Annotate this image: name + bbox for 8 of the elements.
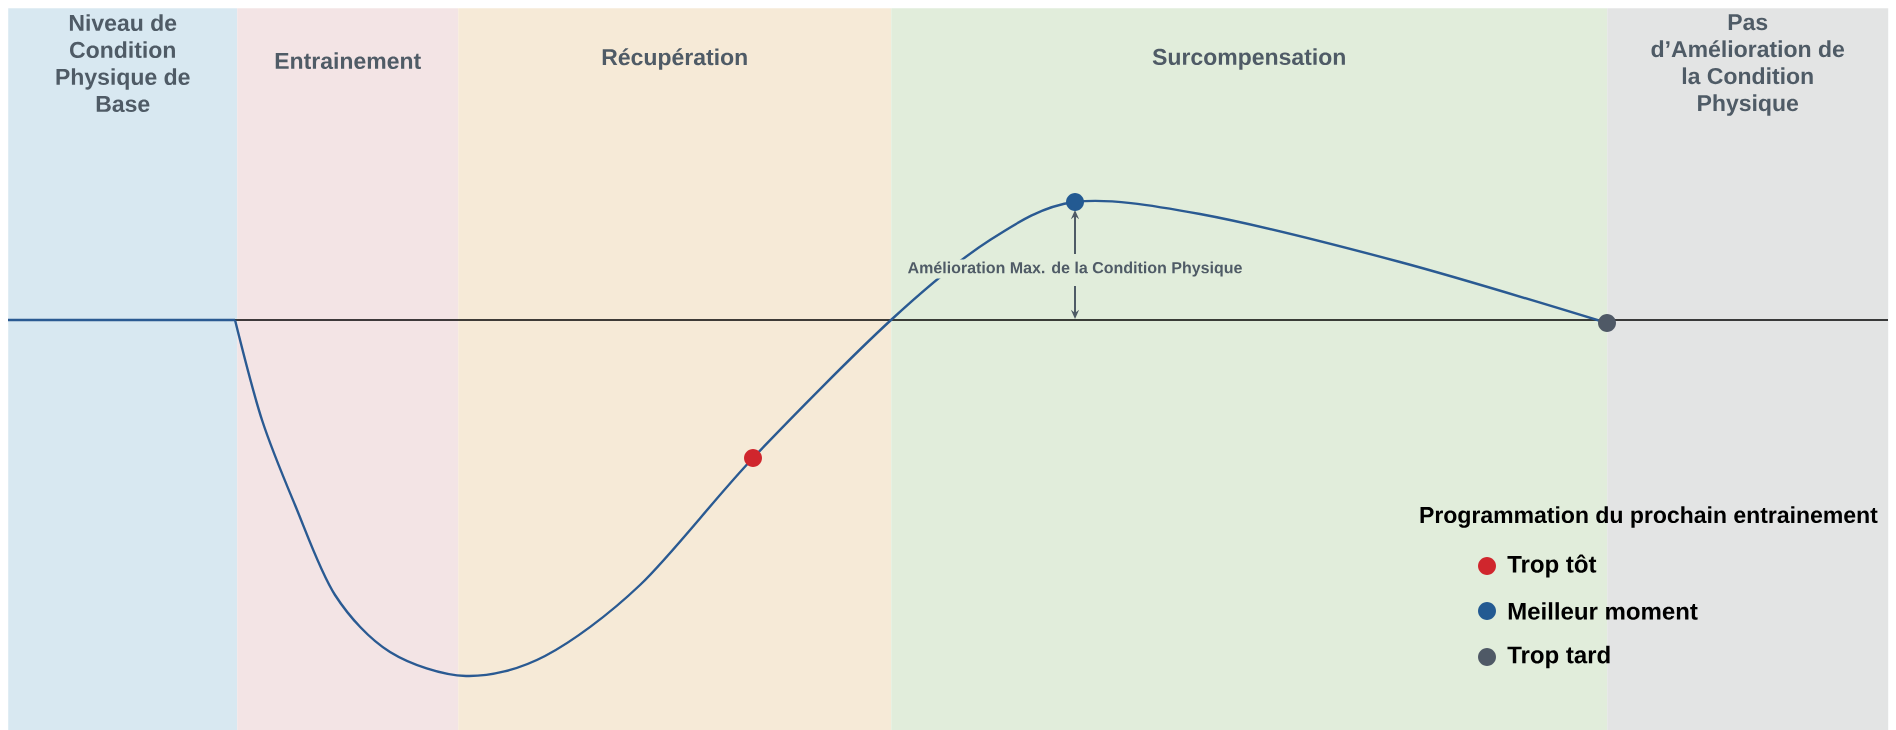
stage-band: Niveau de Condition Physique de Base bbox=[8, 8, 238, 730]
legend-title: Programmation du prochain entrainement bbox=[1420, 506, 1878, 528]
legend-text: Meilleur moment bbox=[1508, 602, 1698, 620]
measure-label: Amélioration Max. de la Condition Physique bbox=[905, 259, 1245, 279]
legend-text: Trop tard bbox=[1507, 645, 1610, 669]
stage-band: Récupération bbox=[458, 8, 892, 730]
legend-text: Trop tôt bbox=[1507, 554, 1597, 578]
stage-band: Entrainement bbox=[237, 8, 459, 730]
